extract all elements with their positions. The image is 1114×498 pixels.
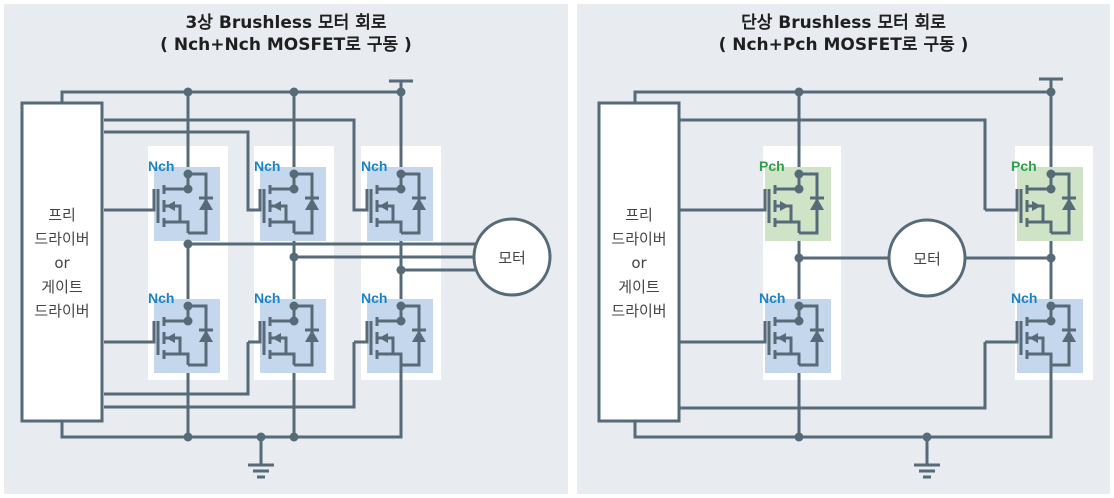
junction-dot [289,432,299,442]
junction-dot [289,169,299,179]
driver-label: or [631,254,647,272]
gate-wire-bot-2 [104,342,250,396]
pch-mosfet-icon [767,169,824,235]
junction-dot [183,316,193,326]
junction-dot [396,301,406,311]
mosfet-label: Nch [1011,290,1037,306]
pch-mosfet-icon [1019,169,1076,235]
driver-box [20,101,104,423]
junction-dot [794,169,804,179]
junction-dot [794,184,804,194]
nch-mosfet-icon [369,301,426,367]
mosfet-label: Pch [759,158,785,174]
ground-icon [914,437,940,479]
junction-dot [1046,316,1056,326]
nch-mosfet-icon [1019,301,1076,367]
driver-label: 프리 [625,206,653,224]
junction-dot [183,301,193,311]
driver-box [597,101,681,423]
junction-dot [396,316,406,326]
gate-wire [248,321,262,344]
mosfet-label: Nch [361,158,387,174]
mosfet-label: Nch [759,290,785,306]
junction-dot [183,184,193,194]
three-phase-panel: 3상 Brushless 모터 회로 ( Nch+Nch MOSFET로 구동 … [4,4,568,494]
mosfet-label: Nch [148,290,174,306]
driver-label: 드라이버 [34,230,89,248]
three-phase-title: 3상 Brushless 모터 회로 ( Nch+Nch MOSFET로 구동 … [4,12,568,56]
ground-rail [60,365,403,439]
driver-label: 드라이버 [34,302,89,320]
motor-icon [887,218,967,298]
nch-mosfet-icon [156,301,213,367]
single-phase-title: 단상 Brushless 모터 회로 ( Nch+Pch MOSFET로 구동 … [577,12,1110,56]
gate-wire-bot-3 [104,342,356,409]
junction-dot [794,316,804,326]
junction-dot [1046,169,1056,179]
title-line-2: ( Nch+Nch MOSFET로 구동 ) [160,35,412,55]
driver-label: or [54,254,70,272]
mosfet-label: Nch [254,158,280,174]
mosfet-label: Nch [254,290,280,306]
junction-dot [396,265,406,275]
junction-dot [1046,253,1056,263]
junction-dot [256,432,266,442]
junction-dot [289,252,299,262]
gate-wire [985,321,1019,344]
junction-dot [922,432,932,442]
motor-label: 모터 [913,250,941,268]
junction-dot [289,316,299,326]
junction-dot [396,169,406,179]
driver-label: 게이트 [618,278,660,296]
nch-mosfet-icon [767,301,824,367]
nch-mosfet-icon [262,301,319,367]
junction-dot [1046,301,1056,311]
title-line-1: 단상 Brushless 모터 회로 [741,13,946,33]
junction-dot [794,253,804,263]
junction-dot [794,301,804,311]
junction-dot [183,239,193,249]
gate-wire [354,189,369,212]
junction-dot [183,432,193,442]
mosfet-label: Nch [148,158,174,174]
gate-wire-top-right [677,118,987,210]
gate-wire [104,321,156,344]
gate-wire [354,321,369,344]
junction-dot [183,169,193,179]
vcc-rail [633,90,1051,103]
junction-dot [1046,184,1056,194]
junction-dot [289,301,299,311]
gate-wire [104,189,156,212]
motor-label: 모터 [498,249,526,267]
nch-mosfet-icon [369,169,426,235]
ground-rail [633,365,1053,439]
title-line-1: 3상 Brushless 모터 회로 [185,13,387,33]
vcc-rail [60,90,401,103]
motor-icon [472,217,552,297]
single-phase-panel: 단상 Brushless 모터 회로 ( Nch+Pch MOSFET로 구동 … [577,4,1110,494]
driver-label: 드라이버 [611,230,666,248]
gate-wire [985,189,1019,212]
gate-wire [679,189,767,212]
ground-icon [248,437,274,479]
junction-dot [794,432,804,442]
gate-wire [679,321,767,344]
junction-dot [289,184,299,194]
gate-wire-bot-right [679,342,987,410]
driver-label: 드라이버 [611,302,666,320]
mosfet-label: Pch [1011,158,1037,174]
junction-dot [396,184,406,194]
nch-mosfet-icon [156,169,213,235]
driver-label: 프리 [48,206,76,224]
title-line-2: ( Nch+Pch MOSFET로 구동 ) [718,35,969,55]
nch-mosfet-icon [262,169,319,235]
gate-wire [248,189,262,212]
mosfet-label: Nch [361,290,387,306]
driver-label: 게이트 [41,278,83,296]
